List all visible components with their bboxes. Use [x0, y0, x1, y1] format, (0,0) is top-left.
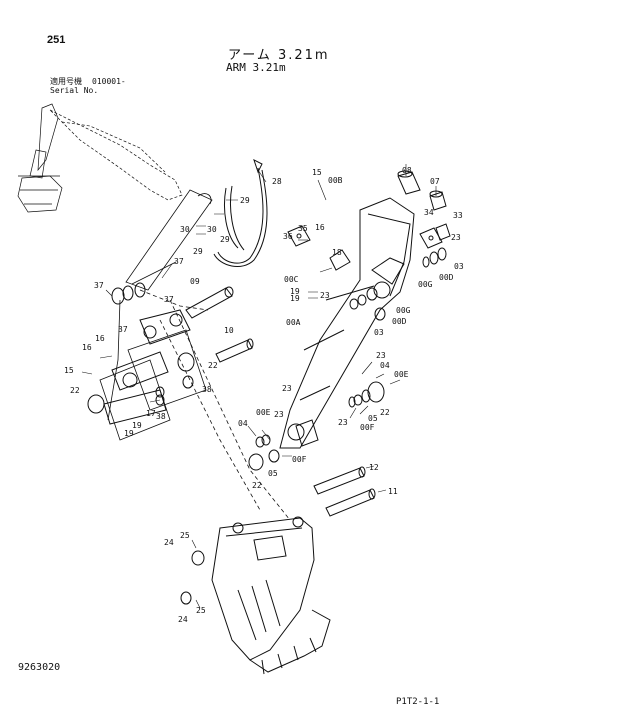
callout-23: 23 [451, 233, 461, 242]
pin-11 [325, 488, 376, 517]
callout-30: 30 [207, 225, 217, 234]
callout-22: 22 [208, 361, 218, 370]
callout-23: 23 [274, 410, 284, 419]
callout-23: 23 [282, 384, 292, 393]
callout-00F: 00F [292, 455, 307, 464]
callout-08: 08 [402, 166, 412, 175]
reference-code: P1T2-1-1 [396, 697, 440, 707]
callout-19: 19 [290, 287, 300, 296]
callout-34: 34 [424, 208, 434, 217]
callout-03: 03 [374, 328, 384, 337]
serial-from: 010001- [92, 77, 126, 86]
callout-28: 28 [272, 177, 282, 186]
callout-15: 15 [312, 168, 322, 177]
pin-10 [215, 338, 254, 363]
callout-29: 29 [240, 196, 250, 205]
callout-37: 37 [164, 295, 174, 304]
callout-30: 30 [180, 225, 190, 234]
bolt-plates [287, 223, 451, 249]
callout-24: 24 [178, 615, 188, 624]
callout-19: 19 [132, 421, 142, 430]
callout-16: 16 [82, 343, 92, 352]
diagram-title-en: ARM 3.21m [226, 61, 286, 74]
callout-00E: 00E [256, 408, 271, 417]
callout-25: 25 [180, 531, 190, 540]
callout-00C: 00C [284, 275, 299, 284]
callout-04: 04 [380, 361, 390, 370]
callout-00G: 00G [418, 280, 433, 289]
callout-22: 22 [70, 386, 80, 395]
callout-00B: 00B [328, 176, 343, 185]
callout-03: 03 [454, 262, 464, 271]
callout-24: 24 [164, 538, 174, 547]
callout-38: 38 [156, 412, 166, 421]
document-code: 9263020 [18, 662, 61, 673]
callout-22: 22 [252, 481, 262, 490]
callout-05: 05 [368, 414, 378, 423]
callout-16: 16 [95, 334, 105, 343]
linkage-outline [99, 189, 291, 521]
pin-08 [397, 170, 421, 195]
hydraulic-hose-29 [224, 185, 245, 251]
callout-25: 25 [196, 606, 206, 615]
callout-00D: 00D [392, 317, 407, 326]
callout-38: 38 [202, 385, 212, 394]
machine-thumbnail [17, 103, 183, 213]
callout-12: 12 [369, 463, 379, 472]
callout-07: 07 [430, 177, 440, 186]
callout-23: 23 [320, 291, 330, 300]
callout-19: 19 [124, 429, 134, 438]
diagram-title-jp: アーム 3.21m [228, 48, 330, 63]
serial-label-en: Serial No. [50, 86, 99, 95]
callout-00E: 00E [394, 370, 409, 379]
pin-12 [313, 466, 366, 495]
link-assembly [103, 309, 191, 425]
callout-00G: 00G [396, 306, 411, 315]
callout-16: 16 [315, 223, 325, 232]
bucket [211, 516, 331, 675]
pin-09 [185, 286, 234, 319]
callout-05: 05 [268, 469, 278, 478]
callout-labels: 15 00B 08 07 28 29 30 29 30 29 35 36 16 … [64, 166, 464, 624]
callout-29: 29 [220, 235, 230, 244]
callout-29: 29 [193, 247, 203, 256]
callout-17: 17 [146, 409, 156, 418]
page-number: 251 [47, 34, 66, 46]
arm-body-00A [279, 197, 415, 449]
callout-33: 33 [453, 211, 463, 220]
serial-label-jp: 適用号機 [50, 77, 82, 86]
callout-00F: 00F [360, 423, 375, 432]
callout-35: 35 [298, 224, 308, 233]
callout-37: 37 [174, 257, 184, 266]
callout-10: 10 [224, 326, 234, 335]
callout-00A: 00A [286, 318, 301, 327]
callout-37: 37 [94, 281, 104, 290]
callout-23: 23 [338, 418, 348, 427]
callout-22: 22 [380, 408, 390, 417]
callout-09: 09 [190, 277, 200, 286]
callout-36: 36 [283, 232, 293, 241]
callout-11: 11 [388, 487, 398, 496]
leader-lines [81, 164, 437, 609]
callout-23: 23 [376, 351, 386, 360]
callout-19: 19 [290, 294, 300, 303]
hydraulic-hose-28 [213, 159, 268, 268]
seal-rings [87, 247, 447, 605]
callout-18: 18 [332, 248, 342, 257]
callout-04: 04 [238, 419, 248, 428]
callout-37: 37 [118, 325, 128, 334]
callout-15: 15 [64, 366, 74, 375]
callout-00D: 00D [439, 273, 454, 282]
